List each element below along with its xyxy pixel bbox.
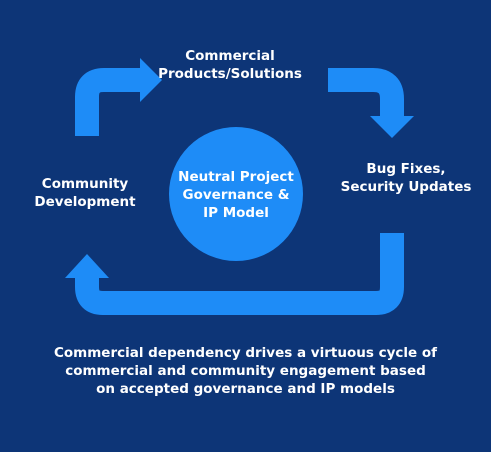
left-label-community-development: Community Development — [34, 176, 136, 210]
arrow-head-top-to-right — [370, 116, 414, 138]
arrow-right-to-left — [75, 233, 404, 315]
center-circle — [169, 127, 303, 261]
caption-text: Commercial dependency drives a virtuous … — [53, 345, 438, 397]
arrow-head-left-to-top — [140, 58, 162, 102]
arrow-left-to-top — [75, 68, 140, 136]
arrow-head-right-to-left — [65, 254, 109, 278]
top-label-commercial-products: Commercial Products/Solutions — [158, 48, 302, 82]
right-label-bug-fixes: Bug Fixes, Security Updates — [340, 161, 472, 195]
arrow-top-to-right — [328, 68, 404, 116]
center-label-governance: Neutral Project Governance & IP Model — [178, 169, 294, 221]
